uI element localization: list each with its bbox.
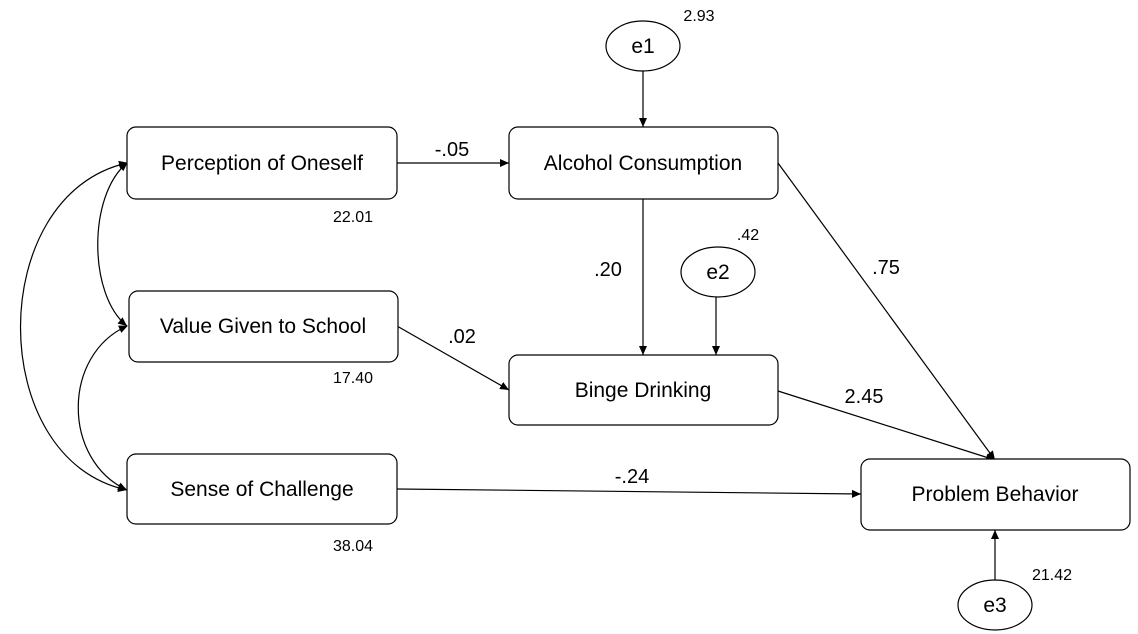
- node-label: Problem Behavior: [912, 483, 1079, 506]
- variance-perception: 22.01: [333, 209, 373, 226]
- variance-e2: .42: [737, 227, 759, 244]
- variance-e3: 21.42: [1032, 567, 1072, 584]
- node-label: Perception of Oneself: [161, 152, 363, 175]
- node-sense-of-challenge: Sense of Challenge: [126, 453, 398, 525]
- variance-value-school: 17.40: [333, 370, 373, 387]
- covariance-perception-value: [97, 162, 128, 327]
- node-value-given-to-school: Value Given to School: [128, 290, 399, 363]
- error-label: e2: [706, 261, 729, 284]
- coef-alcohol-to-binge: .20: [594, 259, 622, 281]
- node-label: Alcohol Consumption: [544, 152, 742, 175]
- node-label: Binge Drinking: [575, 379, 712, 402]
- error-e2: e2: [680, 246, 756, 298]
- coef-binge-to-problem: 2.45: [845, 386, 884, 408]
- error-e1: e1: [605, 20, 681, 72]
- error-label: e3: [983, 594, 1006, 617]
- covariance-value-challenge: [77, 325, 128, 491]
- path-value-to-binge: [396, 325, 510, 391]
- node-perception-of-oneself: Perception of Oneself: [126, 126, 398, 200]
- node-problem-behavior: Problem Behavior: [860, 458, 1131, 531]
- coef-alcohol-to-problem: .75: [872, 257, 900, 279]
- error-label: e1: [631, 35, 654, 58]
- variance-e1: 2.93: [683, 8, 714, 25]
- node-binge-drinking: Binge Drinking: [508, 354, 779, 426]
- node-label: Sense of Challenge: [170, 478, 353, 501]
- coef-value-to-binge: .02: [448, 326, 476, 348]
- coef-perception-to-alcohol: -.05: [435, 139, 469, 161]
- variance-challenge: 38.04: [333, 538, 373, 555]
- path-alcohol-to-problem: [777, 162, 996, 461]
- node-label: Value Given to School: [160, 315, 366, 338]
- covariance-perception-challenge: [19, 160, 128, 493]
- error-e3: e3: [957, 579, 1033, 631]
- node-alcohol-consumption: Alcohol Consumption: [508, 126, 779, 200]
- path-binge-to-problem: [777, 390, 996, 462]
- coef-challenge-to-problem: -.24: [615, 466, 649, 488]
- path-challenge-to-problem: [396, 488, 862, 498]
